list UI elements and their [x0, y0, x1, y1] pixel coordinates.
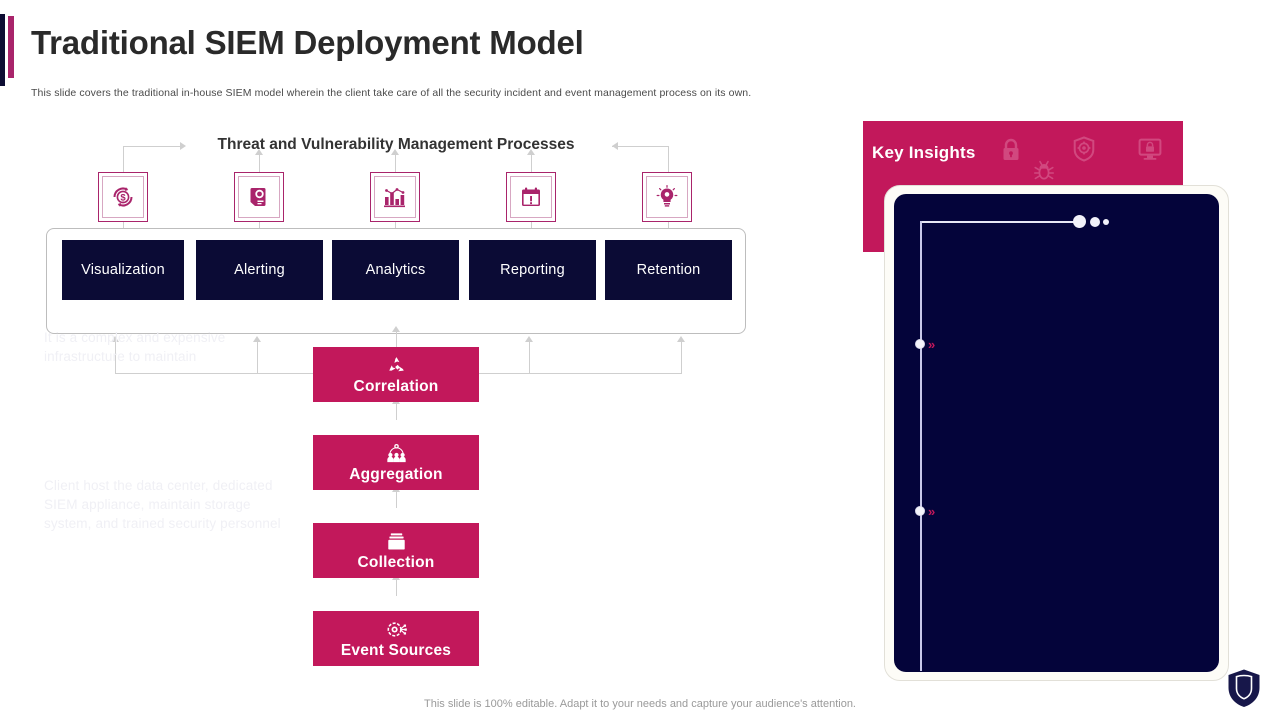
page-subtitle: This slide covers the traditional in-hou…	[31, 87, 752, 99]
key-insights-panel	[894, 194, 1219, 672]
bar-chart-trend-icon	[382, 184, 408, 210]
siem-process-diagram: Threat and Vulnerability Management Proc…	[0, 110, 830, 680]
connector-line	[531, 154, 532, 173]
connector-arrow	[392, 326, 400, 332]
connector-line	[529, 342, 530, 374]
connector-arrow	[525, 336, 533, 342]
insight-text: Client host the data center, dedicated S…	[44, 478, 281, 531]
capability-label: Visualization	[81, 262, 165, 278]
pipeline-box-event-sources[interactable]: Event Sources	[313, 611, 479, 666]
decorative-rail-horizontal	[920, 221, 1080, 223]
connector-line	[681, 342, 682, 374]
insight-chevron-icon: »	[928, 504, 936, 519]
connector-line	[123, 146, 180, 147]
connector-arrow	[253, 336, 261, 342]
shield-gear-icon	[1072, 136, 1096, 167]
recycle-icon	[386, 355, 407, 376]
connector-line	[612, 146, 669, 147]
connector-line	[123, 222, 124, 230]
bug-icon	[1033, 160, 1055, 187]
insight-chevron-icon: »	[928, 337, 936, 352]
icon-tile-bar-chart-trend[interactable]	[370, 172, 420, 222]
svg-text:$: $	[120, 193, 126, 204]
capability-box-reporting[interactable]: Reporting	[469, 240, 596, 300]
pipeline-label: Aggregation	[349, 466, 443, 483]
decorative-dot-large	[1073, 215, 1086, 228]
insight-bullet-dot	[915, 506, 925, 516]
connector-line	[123, 146, 124, 173]
connector-line	[395, 222, 396, 230]
title-accent-bar-navy	[0, 14, 5, 86]
icon-tile-lightbulb-idea[interactable]	[642, 172, 692, 222]
capability-box-retention[interactable]: Retention	[605, 240, 732, 300]
connector-line	[396, 492, 397, 508]
icon-tile-inner	[646, 176, 688, 218]
connector-arrow	[527, 149, 535, 155]
connector-line	[259, 222, 260, 230]
capability-label: Reporting	[500, 262, 565, 278]
icon-tile-inner	[510, 176, 552, 218]
icon-tile-inner: $	[102, 176, 144, 218]
connector-arrow	[612, 142, 618, 150]
monitor-lock-icon	[1138, 137, 1162, 166]
report-document-icon	[246, 184, 272, 210]
capability-box-analytics[interactable]: Analytics	[332, 240, 459, 300]
icon-tile-dollar-refresh[interactable]: $	[98, 172, 148, 222]
people-group-icon	[385, 443, 408, 464]
connector-line	[396, 580, 397, 596]
pipeline-label: Collection	[357, 554, 435, 571]
calendar-alert-icon	[518, 184, 544, 210]
connector-line	[396, 404, 397, 420]
lightbulb-idea-icon	[654, 184, 680, 210]
page-title: Traditional SIEM Deployment Model	[31, 24, 584, 61]
decorative-dot-medium	[1090, 217, 1100, 227]
connector-line	[257, 342, 258, 374]
title-accent-bar-pink	[8, 16, 14, 78]
pipeline-label: Correlation	[353, 378, 439, 395]
padlock-icon	[1001, 138, 1021, 167]
footer-note: This slide is 100% editable. Adapt it to…	[424, 698, 856, 710]
capability-box-alerting[interactable]: Alerting	[196, 240, 323, 300]
insight-bullet-dot	[915, 339, 925, 349]
capability-label: Retention	[636, 262, 701, 278]
pipeline-label: Event Sources	[340, 642, 452, 659]
insight-text: It is a complex and expensive infrastruc…	[44, 330, 226, 364]
pipeline-box-collection[interactable]: Collection	[313, 523, 479, 578]
network-node-icon	[385, 619, 408, 640]
connector-arrow	[180, 142, 186, 150]
connector-arrow	[391, 149, 399, 155]
icon-tile-inner	[238, 176, 280, 218]
connector-line	[668, 146, 669, 173]
process-title: Threat and Vulnerability Management Proc…	[217, 136, 575, 153]
capability-label: Analytics	[365, 262, 426, 278]
connector-line	[395, 154, 396, 173]
dollar-refresh-icon: $	[110, 184, 136, 210]
icon-tile-calendar-alert[interactable]	[506, 172, 556, 222]
connector-line	[115, 342, 116, 374]
connector-line	[531, 222, 532, 230]
shield-logo	[1226, 667, 1262, 714]
decorative-dot-small	[1103, 219, 1109, 225]
insight-item-1: It is a complex and expensive infrastruc…	[44, 328, 294, 366]
insight-item-2: Client host the data center, dedicated S…	[44, 476, 294, 533]
connector-line	[259, 154, 260, 173]
key-insights-title: Key Insights	[872, 143, 976, 162]
connector-line	[668, 222, 669, 230]
connector-arrow	[255, 149, 263, 155]
pipeline-box-aggregation[interactable]: Aggregation	[313, 435, 479, 490]
capability-box-visualization[interactable]: Visualization	[62, 240, 184, 300]
connector-arrow	[677, 336, 685, 342]
pipeline-box-correlation[interactable]: Correlation	[313, 347, 479, 402]
icon-tile-report-document[interactable]	[234, 172, 284, 222]
connector-arrow	[111, 336, 119, 342]
icon-tile-inner	[374, 176, 416, 218]
box-stack-icon	[385, 531, 408, 552]
decorative-rail-vertical	[920, 221, 922, 671]
capability-label: Alerting	[234, 262, 285, 278]
